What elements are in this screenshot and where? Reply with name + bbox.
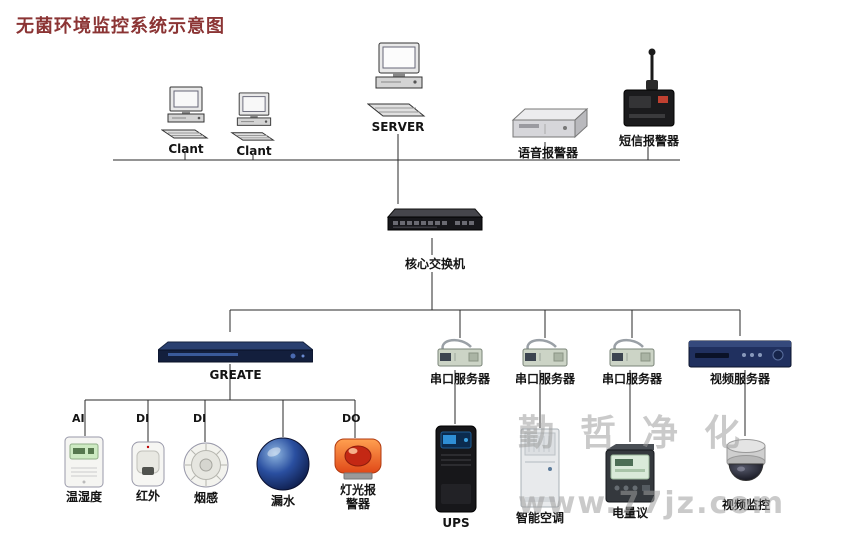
voice-alarm-icon — [511, 107, 589, 139]
water-leak-label: 漏水 — [270, 494, 295, 508]
greate-controller-icon — [158, 341, 313, 363]
temp-humidity-label: 温湿度 — [65, 490, 102, 504]
page-title: 无菌环境监控系统示意图 — [16, 16, 225, 37]
power-meter-label: 电量议 — [611, 506, 648, 520]
serial-server-icon — [437, 338, 483, 367]
port-label-di-infrared: DI — [136, 412, 150, 425]
serial-server3-node: 串口服务器 — [602, 336, 662, 386]
sms-alarm-node: 短信报警器 — [616, 48, 682, 148]
serial-server2-node: 串口服务器 — [515, 336, 575, 386]
sms-alarm-label: 短信报警器 — [618, 134, 679, 148]
server-computer-icon — [367, 42, 426, 117]
ups-icon — [435, 425, 477, 513]
water-leak-node: 漏水 — [254, 436, 312, 508]
infrared-label: 红外 — [135, 489, 160, 503]
port-label-ai: AI — [72, 412, 85, 425]
video-monitor-node: 视频监控 — [720, 436, 772, 512]
network-switch-icon — [386, 208, 483, 231]
smoke-detector-icon — [183, 442, 229, 488]
smart-ac-node: 智能空调 — [516, 427, 564, 525]
serial-server-icon — [609, 338, 655, 367]
core-switch-label: 核心交换机 — [399, 255, 471, 272]
voice-alarm-label: 语音报警器 — [517, 146, 578, 160]
client-computer-icon — [230, 92, 275, 141]
client-computer-icon — [161, 86, 209, 139]
server-node: SERVER — [365, 42, 431, 134]
power-meter-icon — [605, 444, 655, 503]
smoke-node: 烟感 — [181, 441, 231, 505]
smoke-label: 烟感 — [193, 491, 218, 505]
serial-server-icon — [522, 338, 568, 367]
video-server-label: 视频服务器 — [709, 372, 770, 386]
port-label-di-smoke: DI — [193, 412, 207, 425]
video-server-icon — [688, 340, 792, 368]
core-switch-node — [383, 200, 483, 238]
smart-ac-label: 智能空调 — [516, 511, 565, 525]
voice-alarm-node: 语音报警器 — [505, 104, 591, 160]
client2-node: Clant — [226, 92, 282, 158]
temp-humidity-node: 温湿度 — [60, 436, 108, 504]
greate-node: GREATE — [158, 330, 313, 382]
light-alarm-label: 灯光报警器 — [339, 483, 376, 512]
ups-label: UPS — [442, 516, 470, 530]
client1-node: Clant — [158, 86, 214, 156]
light-alarm-node: 灯光报警器 — [330, 437, 386, 512]
client2-label: Clant — [236, 144, 272, 158]
video-server-node: 视频服务器 — [688, 334, 792, 386]
client1-label: Clant — [168, 142, 204, 156]
water-leak-sensor-icon — [256, 437, 310, 491]
video-monitor-label: 视频监控 — [721, 498, 770, 512]
serial-server2-label: 串口服务器 — [515, 372, 576, 386]
serial-server1-label: 串口服务器 — [430, 372, 491, 386]
greate-label: GREATE — [209, 368, 262, 382]
port-label-do: DO — [342, 412, 361, 425]
temp-humidity-sensor-icon — [64, 436, 104, 488]
infrared-node: 红外 — [126, 441, 170, 503]
light-alarm-icon — [334, 438, 382, 480]
power-meter-node: 电量议 — [602, 442, 658, 520]
serial-server3-label: 串口服务器 — [602, 372, 663, 386]
sms-alarm-icon — [623, 48, 675, 127]
serial-server1-node: 串口服务器 — [430, 336, 490, 386]
air-conditioner-icon — [520, 428, 560, 508]
server-label: SERVER — [371, 120, 425, 134]
infrared-sensor-icon — [131, 441, 165, 487]
dome-camera-icon — [726, 439, 766, 481]
ups-node: UPS — [432, 424, 480, 530]
